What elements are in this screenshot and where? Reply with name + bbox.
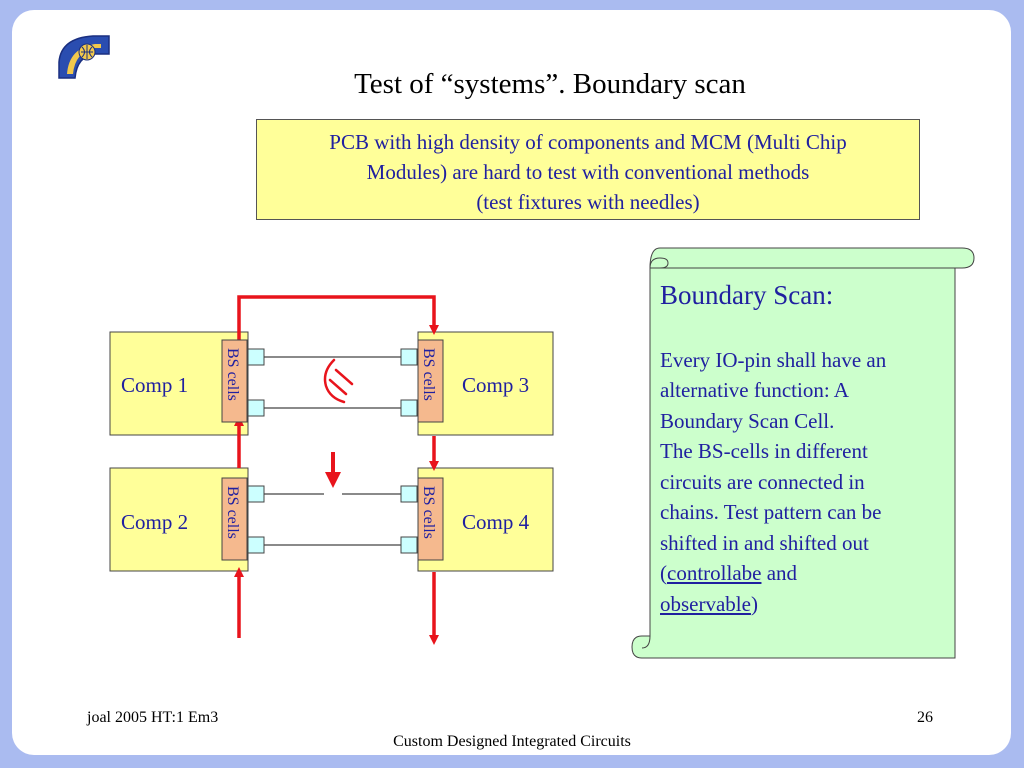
short-circuit-symbol bbox=[323, 358, 354, 404]
pin bbox=[400, 536, 418, 554]
component-label-1: Comp 1 bbox=[121, 373, 188, 397]
university-logo-icon bbox=[58, 35, 110, 79]
paren-open: ( bbox=[660, 561, 667, 585]
component-label-3: Comp 3 bbox=[462, 373, 529, 397]
down-arrow-icon bbox=[325, 452, 341, 488]
page-number: 26 bbox=[917, 709, 933, 726]
pin bbox=[247, 485, 265, 503]
pin bbox=[400, 399, 418, 417]
controllable-link[interactable]: controllabe bbox=[667, 561, 762, 585]
and-text: and bbox=[761, 561, 798, 585]
pin bbox=[247, 536, 265, 554]
scroll-text: Boundary Scan: Every IO-pin shall have a… bbox=[660, 280, 950, 619]
intro-text-box: PCB with high density of components and … bbox=[256, 119, 920, 220]
pin bbox=[247, 399, 265, 417]
component-label-2: Comp 2 bbox=[121, 510, 188, 534]
bs-cells-label: BS cells bbox=[224, 486, 241, 539]
scan-chain bbox=[234, 295, 439, 645]
bs-cell-bar-4 bbox=[417, 477, 444, 561]
bs-cells-label: BS cells bbox=[420, 348, 437, 401]
info-scroll bbox=[631, 247, 975, 659]
bs-cell-bar-3 bbox=[417, 339, 444, 423]
intro-line-1: PCB with high density of components and … bbox=[329, 130, 847, 154]
scroll-line: The BS-cells in different bbox=[660, 439, 868, 463]
bs-cell-bar-1 bbox=[221, 339, 248, 423]
scroll-line: shifted in and shifted out bbox=[660, 530, 869, 555]
scroll-heading: Boundary Scan: bbox=[660, 280, 834, 310]
pin bbox=[400, 348, 418, 366]
scroll-line: alternative function: A bbox=[660, 378, 849, 402]
component-label-4: Comp 4 bbox=[462, 510, 530, 534]
slide-title: Test of “systems”. Boundary scan bbox=[354, 68, 746, 100]
footer-course: Custom Designed Integrated Circuits bbox=[393, 733, 631, 750]
scroll-line: Every IO-pin shall have an bbox=[660, 347, 887, 372]
scroll-line-last: (controllabe and bbox=[660, 558, 950, 589]
pin bbox=[247, 348, 265, 366]
scroll-line-final: observable) bbox=[660, 589, 950, 620]
intro-line-3: (test fixtures with needles) bbox=[476, 190, 700, 214]
scroll-line: circuits are connected in bbox=[660, 469, 865, 494]
bs-cells-label: BS cells bbox=[420, 486, 437, 539]
observable-link[interactable]: observable bbox=[660, 591, 751, 616]
bs-cells-label: BS cells bbox=[224, 348, 241, 401]
scroll-line: chains. Test pattern can be bbox=[660, 500, 882, 524]
pins bbox=[247, 348, 418, 554]
paren-close: ) bbox=[750, 591, 758, 616]
intro-line-2: Modules) are hard to test with conventio… bbox=[366, 160, 810, 184]
scroll-line: Boundary Scan Cell. bbox=[660, 408, 835, 433]
footer-author: joal 2005 HT:1 Em3 bbox=[87, 709, 219, 726]
pin bbox=[400, 485, 418, 503]
bs-cell-bar-2 bbox=[221, 477, 248, 561]
